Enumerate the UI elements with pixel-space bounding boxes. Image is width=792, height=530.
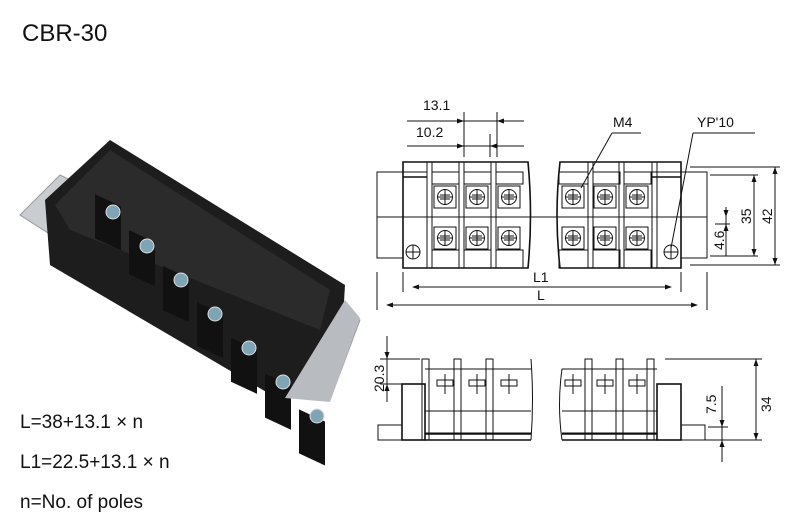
barrier xyxy=(618,161,625,269)
pole xyxy=(299,409,325,466)
barrier xyxy=(485,358,494,441)
dim-pitch-label: 13.1 xyxy=(423,97,450,113)
terminal-screw-photo xyxy=(309,408,325,424)
dim-width-label: 10.2 xyxy=(416,124,443,140)
mount-screw-label: YP'10 xyxy=(697,114,734,130)
terminal-screw xyxy=(433,185,457,209)
barrier xyxy=(458,161,465,269)
terminal-screw-side xyxy=(500,374,518,394)
terminal-screw xyxy=(625,185,649,209)
terminal-screw-photo xyxy=(275,374,291,390)
dim-total-height-label: 34 xyxy=(758,396,774,412)
terminal-screw xyxy=(465,185,489,209)
barrier xyxy=(421,358,430,441)
barrier xyxy=(490,161,497,269)
screw-size-label: M4 xyxy=(613,114,633,130)
top-view-drawing: 13.1 10.2 M4 YP'10 42 35 4.6 xyxy=(376,97,780,310)
terminal-screw xyxy=(433,226,457,250)
terminal-screw xyxy=(561,185,585,209)
dim-barrier-height-label: 20.3 xyxy=(371,365,387,392)
terminal-screw xyxy=(465,226,489,250)
terminal-screw xyxy=(561,226,585,250)
product-photo xyxy=(19,140,361,466)
barrier xyxy=(584,358,593,441)
terminal-screw-photo xyxy=(207,306,223,322)
model-title: CBR-30 xyxy=(22,20,108,47)
terminal-screw xyxy=(593,185,617,209)
formula-L1: L1=22.5+13.1 × n xyxy=(20,452,170,473)
barrier xyxy=(646,358,655,441)
barrier xyxy=(426,161,433,269)
terminal-screw-photo xyxy=(105,204,121,220)
formula-n: n=No. of poles xyxy=(20,492,144,513)
terminal-screw xyxy=(593,226,617,250)
terminal-screw xyxy=(497,226,521,250)
dim-L-label: L xyxy=(537,287,545,303)
barrier xyxy=(587,161,594,269)
side-view-drawing: 20.3 34 7.5 xyxy=(371,336,774,462)
barrier xyxy=(615,358,624,441)
terminal-screw-photo xyxy=(173,272,189,288)
dim-base-height-label: 7.5 xyxy=(703,394,719,414)
terminal-screw-side xyxy=(596,374,614,394)
dim-overall-height-label: 42 xyxy=(759,208,775,224)
barrier xyxy=(651,161,658,269)
terminal-screw-photo xyxy=(241,340,257,356)
terminal-screw-side xyxy=(436,374,454,394)
terminal-screw-side xyxy=(628,374,646,394)
terminal-screw-photo xyxy=(139,238,155,254)
mount-screw-left xyxy=(405,244,421,260)
terminal-screw-side xyxy=(564,374,582,394)
barrier xyxy=(453,358,462,441)
formula-L: L=38+13.1 × n xyxy=(20,412,144,433)
terminal-screw xyxy=(497,185,521,209)
terminal-screw xyxy=(625,226,649,250)
dim-rail-width-label: 35 xyxy=(738,208,754,224)
terminal-screw-side xyxy=(468,374,486,394)
dim-offset-label: 4.6 xyxy=(711,230,727,250)
dim-L1-label: L1 xyxy=(533,269,549,285)
